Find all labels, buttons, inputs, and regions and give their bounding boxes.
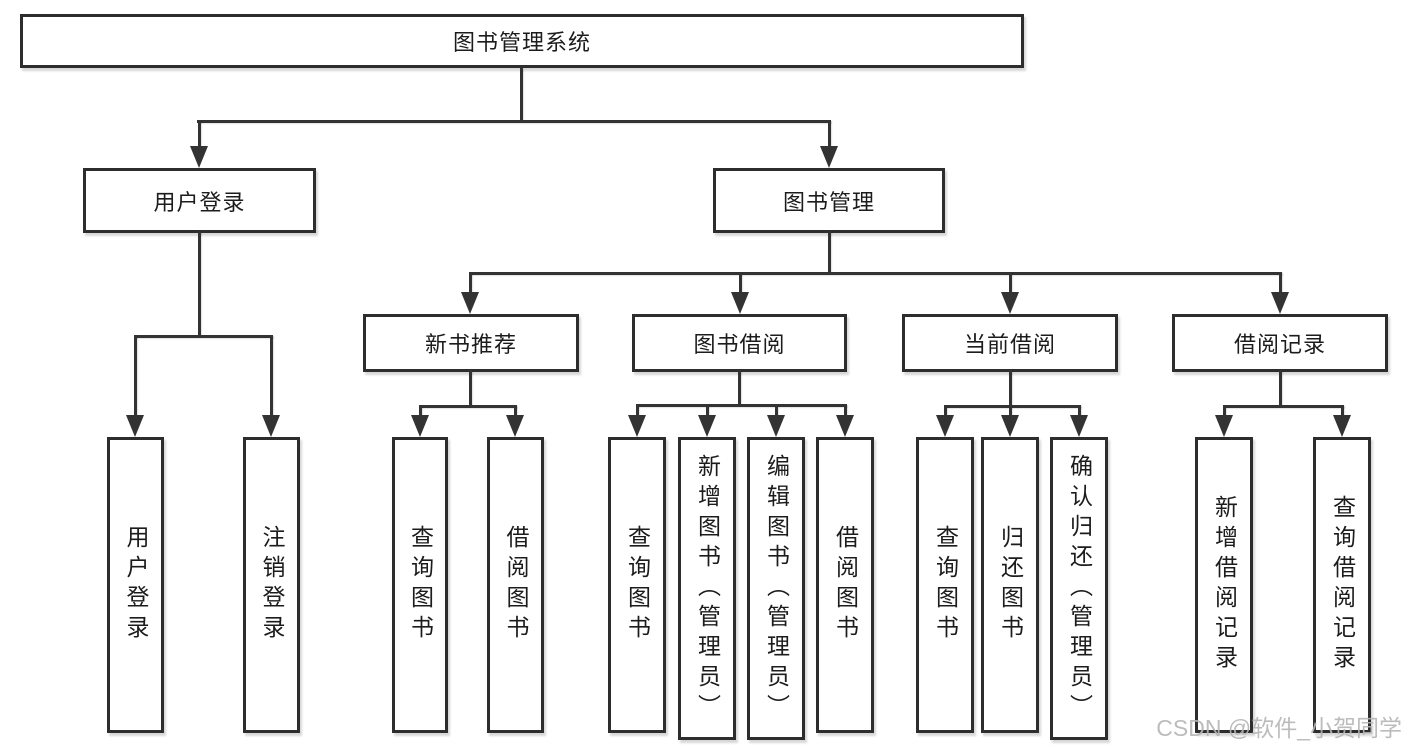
node-label: 新增借阅记录 bbox=[1211, 495, 1238, 675]
connector-line bbox=[134, 335, 137, 415]
connector-line bbox=[1341, 405, 1344, 415]
connector-line bbox=[514, 405, 517, 415]
connector-line bbox=[1009, 272, 1012, 292]
node-borrowing-records: 借阅记录 bbox=[1172, 314, 1388, 372]
node-label: 用户登录 bbox=[153, 189, 246, 215]
leaf-logout: 注销登录 bbox=[243, 437, 300, 733]
connector-line bbox=[738, 370, 741, 404]
connector-line bbox=[775, 404, 778, 415]
connector-line bbox=[1223, 405, 1226, 415]
arrow-down-icon bbox=[1215, 415, 1233, 437]
arrow-down-icon bbox=[411, 415, 429, 437]
leaf-borrow-books: 借阅图书 bbox=[816, 437, 874, 733]
leaf-borrowing-query-books: 查询图书 bbox=[608, 437, 666, 733]
node-label: 当前借阅 bbox=[963, 332, 1056, 357]
arrow-down-icon bbox=[1070, 415, 1088, 437]
node-label: 新增图书（管理员） bbox=[694, 453, 721, 724]
arrow-down-icon bbox=[1271, 292, 1289, 314]
leaf-recommend-query-books: 查询图书 bbox=[392, 437, 448, 733]
connector-line bbox=[828, 231, 831, 272]
node-label: 查询图书 bbox=[407, 525, 434, 645]
leaf-add-books-admin: 新增图书（管理员） bbox=[678, 437, 736, 740]
arrow-down-icon bbox=[126, 415, 144, 437]
connector-line bbox=[1078, 405, 1081, 415]
leaf-add-borrow-record: 新增借阅记录 bbox=[1195, 437, 1253, 733]
connector-line bbox=[419, 405, 517, 408]
connector-line bbox=[270, 335, 273, 415]
connector-line bbox=[944, 405, 947, 415]
arrow-down-icon bbox=[461, 292, 479, 314]
leaf-return-books: 归还图书 bbox=[981, 437, 1039, 733]
arrow-down-icon bbox=[1001, 292, 1019, 314]
arrow-down-icon bbox=[731, 292, 749, 314]
node-label: 归还图书 bbox=[997, 525, 1024, 645]
connector-line bbox=[419, 405, 422, 415]
connector-line bbox=[134, 335, 273, 338]
connector-line bbox=[706, 404, 709, 415]
connector-line bbox=[1279, 272, 1282, 292]
leaf-query-borrow-record: 查询借阅记录 bbox=[1313, 437, 1371, 733]
connector-line bbox=[469, 370, 472, 405]
connector-line bbox=[197, 120, 831, 123]
arrow-down-icon bbox=[262, 415, 280, 437]
node-label: 查询借阅记录 bbox=[1329, 495, 1356, 675]
node-label: 用户登录 bbox=[123, 525, 149, 645]
arrow-down-icon bbox=[820, 146, 838, 168]
connector-line bbox=[469, 272, 1282, 275]
arrow-down-icon bbox=[698, 415, 716, 437]
leaf-edit-books-admin: 编辑图书（管理员） bbox=[747, 437, 805, 740]
node-label: 借阅记录 bbox=[1233, 332, 1326, 357]
leaf-user-login: 用户登录 bbox=[107, 437, 164, 733]
connector-line bbox=[1223, 405, 1344, 408]
connector-line bbox=[636, 404, 847, 407]
connector-line bbox=[828, 120, 831, 146]
node-label: 借阅图书 bbox=[832, 525, 859, 645]
node-label: 编辑图书（管理员） bbox=[763, 453, 790, 724]
connector-line bbox=[469, 272, 472, 292]
watermark: CSDN @软件_小贺同学 bbox=[1156, 715, 1402, 741]
node-label: 图书管理系统 bbox=[452, 30, 591, 55]
arrow-down-icon bbox=[190, 146, 208, 168]
arrow-down-icon bbox=[1333, 415, 1351, 437]
node-label: 确认归还（管理员） bbox=[1066, 453, 1093, 724]
node-label: 借阅图书 bbox=[503, 525, 529, 645]
connector-line bbox=[944, 405, 1081, 408]
connector-line bbox=[636, 404, 639, 415]
node-library-management-system: 图书管理系统 bbox=[20, 14, 1024, 68]
connector-line bbox=[198, 231, 201, 335]
node-label: 新书推荐 bbox=[424, 332, 517, 357]
connector-line bbox=[520, 68, 523, 120]
leaf-confirm-return-admin: 确认归还（管理员） bbox=[1050, 437, 1108, 740]
node-book-borrowing: 图书借阅 bbox=[632, 314, 847, 372]
arrow-down-icon bbox=[506, 415, 524, 437]
arrow-down-icon bbox=[1001, 415, 1019, 437]
arrow-down-icon bbox=[836, 415, 854, 437]
node-label: 查询图书 bbox=[932, 525, 959, 645]
leaf-current-query-books: 查询图书 bbox=[916, 437, 974, 733]
node-label: 图书借阅 bbox=[693, 332, 786, 357]
node-current-borrowing: 当前借阅 bbox=[902, 314, 1118, 372]
connector-line bbox=[1009, 405, 1012, 415]
leaf-recommend-borrow-books: 借阅图书 bbox=[487, 437, 544, 733]
connector-line bbox=[198, 120, 201, 146]
node-label: 查询图书 bbox=[624, 525, 651, 645]
node-new-book-recommend: 新书推荐 bbox=[363, 314, 579, 372]
node-book-management-group: 图书管理 bbox=[713, 168, 945, 233]
node-user-login-group: 用户登录 bbox=[83, 168, 316, 233]
connector-line bbox=[1009, 370, 1012, 405]
node-label: 图书管理 bbox=[782, 189, 875, 215]
arrow-down-icon bbox=[936, 415, 954, 437]
connector-line bbox=[844, 404, 847, 415]
arrow-down-icon bbox=[628, 415, 646, 437]
arrow-down-icon bbox=[767, 415, 785, 437]
connector-line bbox=[739, 272, 742, 292]
connector-line bbox=[1279, 370, 1282, 405]
node-label: 注销登录 bbox=[259, 525, 285, 645]
